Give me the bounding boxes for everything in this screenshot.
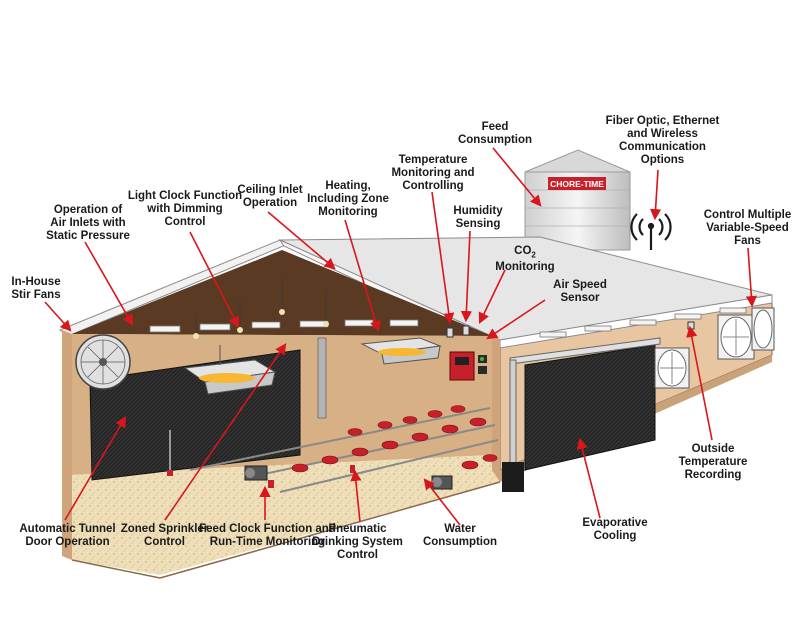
- silo-logo: [548, 177, 606, 190]
- label-light-clock: Light Clock Function with Dimming Contro…: [127, 190, 243, 228]
- feeder-pans: [291, 405, 498, 473]
- exhaust-fan-icon: [654, 347, 690, 389]
- building: [58, 236, 775, 579]
- outside-temperature-sensor-icon: [687, 321, 695, 330]
- label-heating-zone: Heating, Including Zone Monitoring: [307, 180, 389, 218]
- temperature-sensor-icon: [446, 327, 454, 338]
- label-outside-temperature: Outside Temperature Recording: [678, 443, 748, 481]
- feed-silo: CHORE-TIME: [524, 149, 631, 251]
- label-feed-clock: Feed Clock Function and Run-Time Monitor…: [199, 523, 336, 548]
- callout-arrows: [44, 147, 757, 526]
- wireless-antenna-icon: [630, 213, 672, 250]
- drinker-regulator-icon: [268, 480, 274, 488]
- stir-fan-icon: [75, 334, 131, 390]
- label-zoned-sprinkler: Zoned Sprinkler Control: [120, 523, 209, 548]
- label-variable-speed-fans: Control Multiple Variable-Speed Fans: [703, 209, 792, 247]
- label-pneumatic-drinking: Pneumatic Drinking System Control: [312, 523, 403, 561]
- label-feed-consumption: Feed Consumption: [457, 121, 533, 146]
- label-co2-monitoring: CO2 Monitoring: [495, 245, 555, 274]
- label-humidity-sensing: Humidity Sensing: [453, 205, 503, 230]
- litter-floor: [72, 455, 500, 575]
- control-panel: [449, 351, 487, 381]
- feed-motor-icon: [431, 475, 453, 490]
- label-fiber-optic: Fiber Optic, Ethernet and Wireless Commu…: [605, 115, 720, 166]
- label-tunnel-door: Automatic Tunnel Door Operation: [19, 523, 116, 548]
- label-air-speed-sensor: Air Speed Sensor: [553, 279, 607, 304]
- heater-icon: [183, 345, 277, 395]
- silo-brand-text: CHORE-TIME: [550, 179, 604, 189]
- feed-motor-icon: [244, 465, 268, 481]
- label-water-consumption: Water Consumption: [422, 523, 498, 548]
- label-temperature-monitoring: Temperature Monitoring and Controlling: [391, 154, 475, 192]
- humidity-sensor-icon: [462, 325, 470, 336]
- cooling-pump-box: [502, 462, 524, 492]
- label-ceiling-inlet: Ceiling Inlet Operation: [237, 184, 303, 209]
- heater-icon: [360, 337, 442, 365]
- exhaust-fan-icon: [751, 307, 775, 351]
- exhaust-fan-icon: [717, 314, 755, 360]
- label-stir-fans: In-House Stir Fans: [11, 276, 61, 301]
- evaporative-cooling-pad: [524, 344, 656, 471]
- label-air-inlets: Operation of Air Inlets with Static Pres…: [46, 204, 130, 242]
- label-evaporative-cooling: Evaporative Cooling: [582, 517, 648, 542]
